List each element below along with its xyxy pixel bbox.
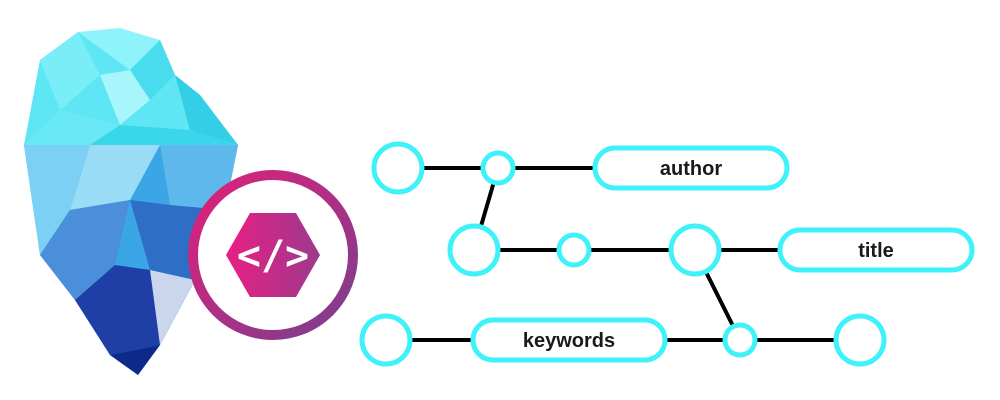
label-keywords-text: keywords (523, 330, 615, 352)
iceberg-icon (24, 28, 238, 375)
label-keywords: keywords (470, 317, 668, 363)
code-icon: </> (237, 233, 309, 279)
graph-node (371, 141, 425, 195)
graph-node (668, 223, 722, 277)
graph-node (480, 150, 516, 186)
graph-nodes (359, 141, 887, 367)
graph-node (833, 313, 887, 367)
label-title: title (777, 227, 975, 273)
graph-node (556, 232, 592, 268)
graph-node (359, 313, 413, 367)
code-badge: </> (188, 170, 358, 340)
label-author: author (592, 145, 790, 191)
label-title-text: title (858, 240, 894, 262)
graph-node (722, 322, 758, 358)
label-author-text: author (660, 158, 722, 180)
badge-hexagon (226, 213, 320, 297)
graph-node (447, 223, 501, 277)
